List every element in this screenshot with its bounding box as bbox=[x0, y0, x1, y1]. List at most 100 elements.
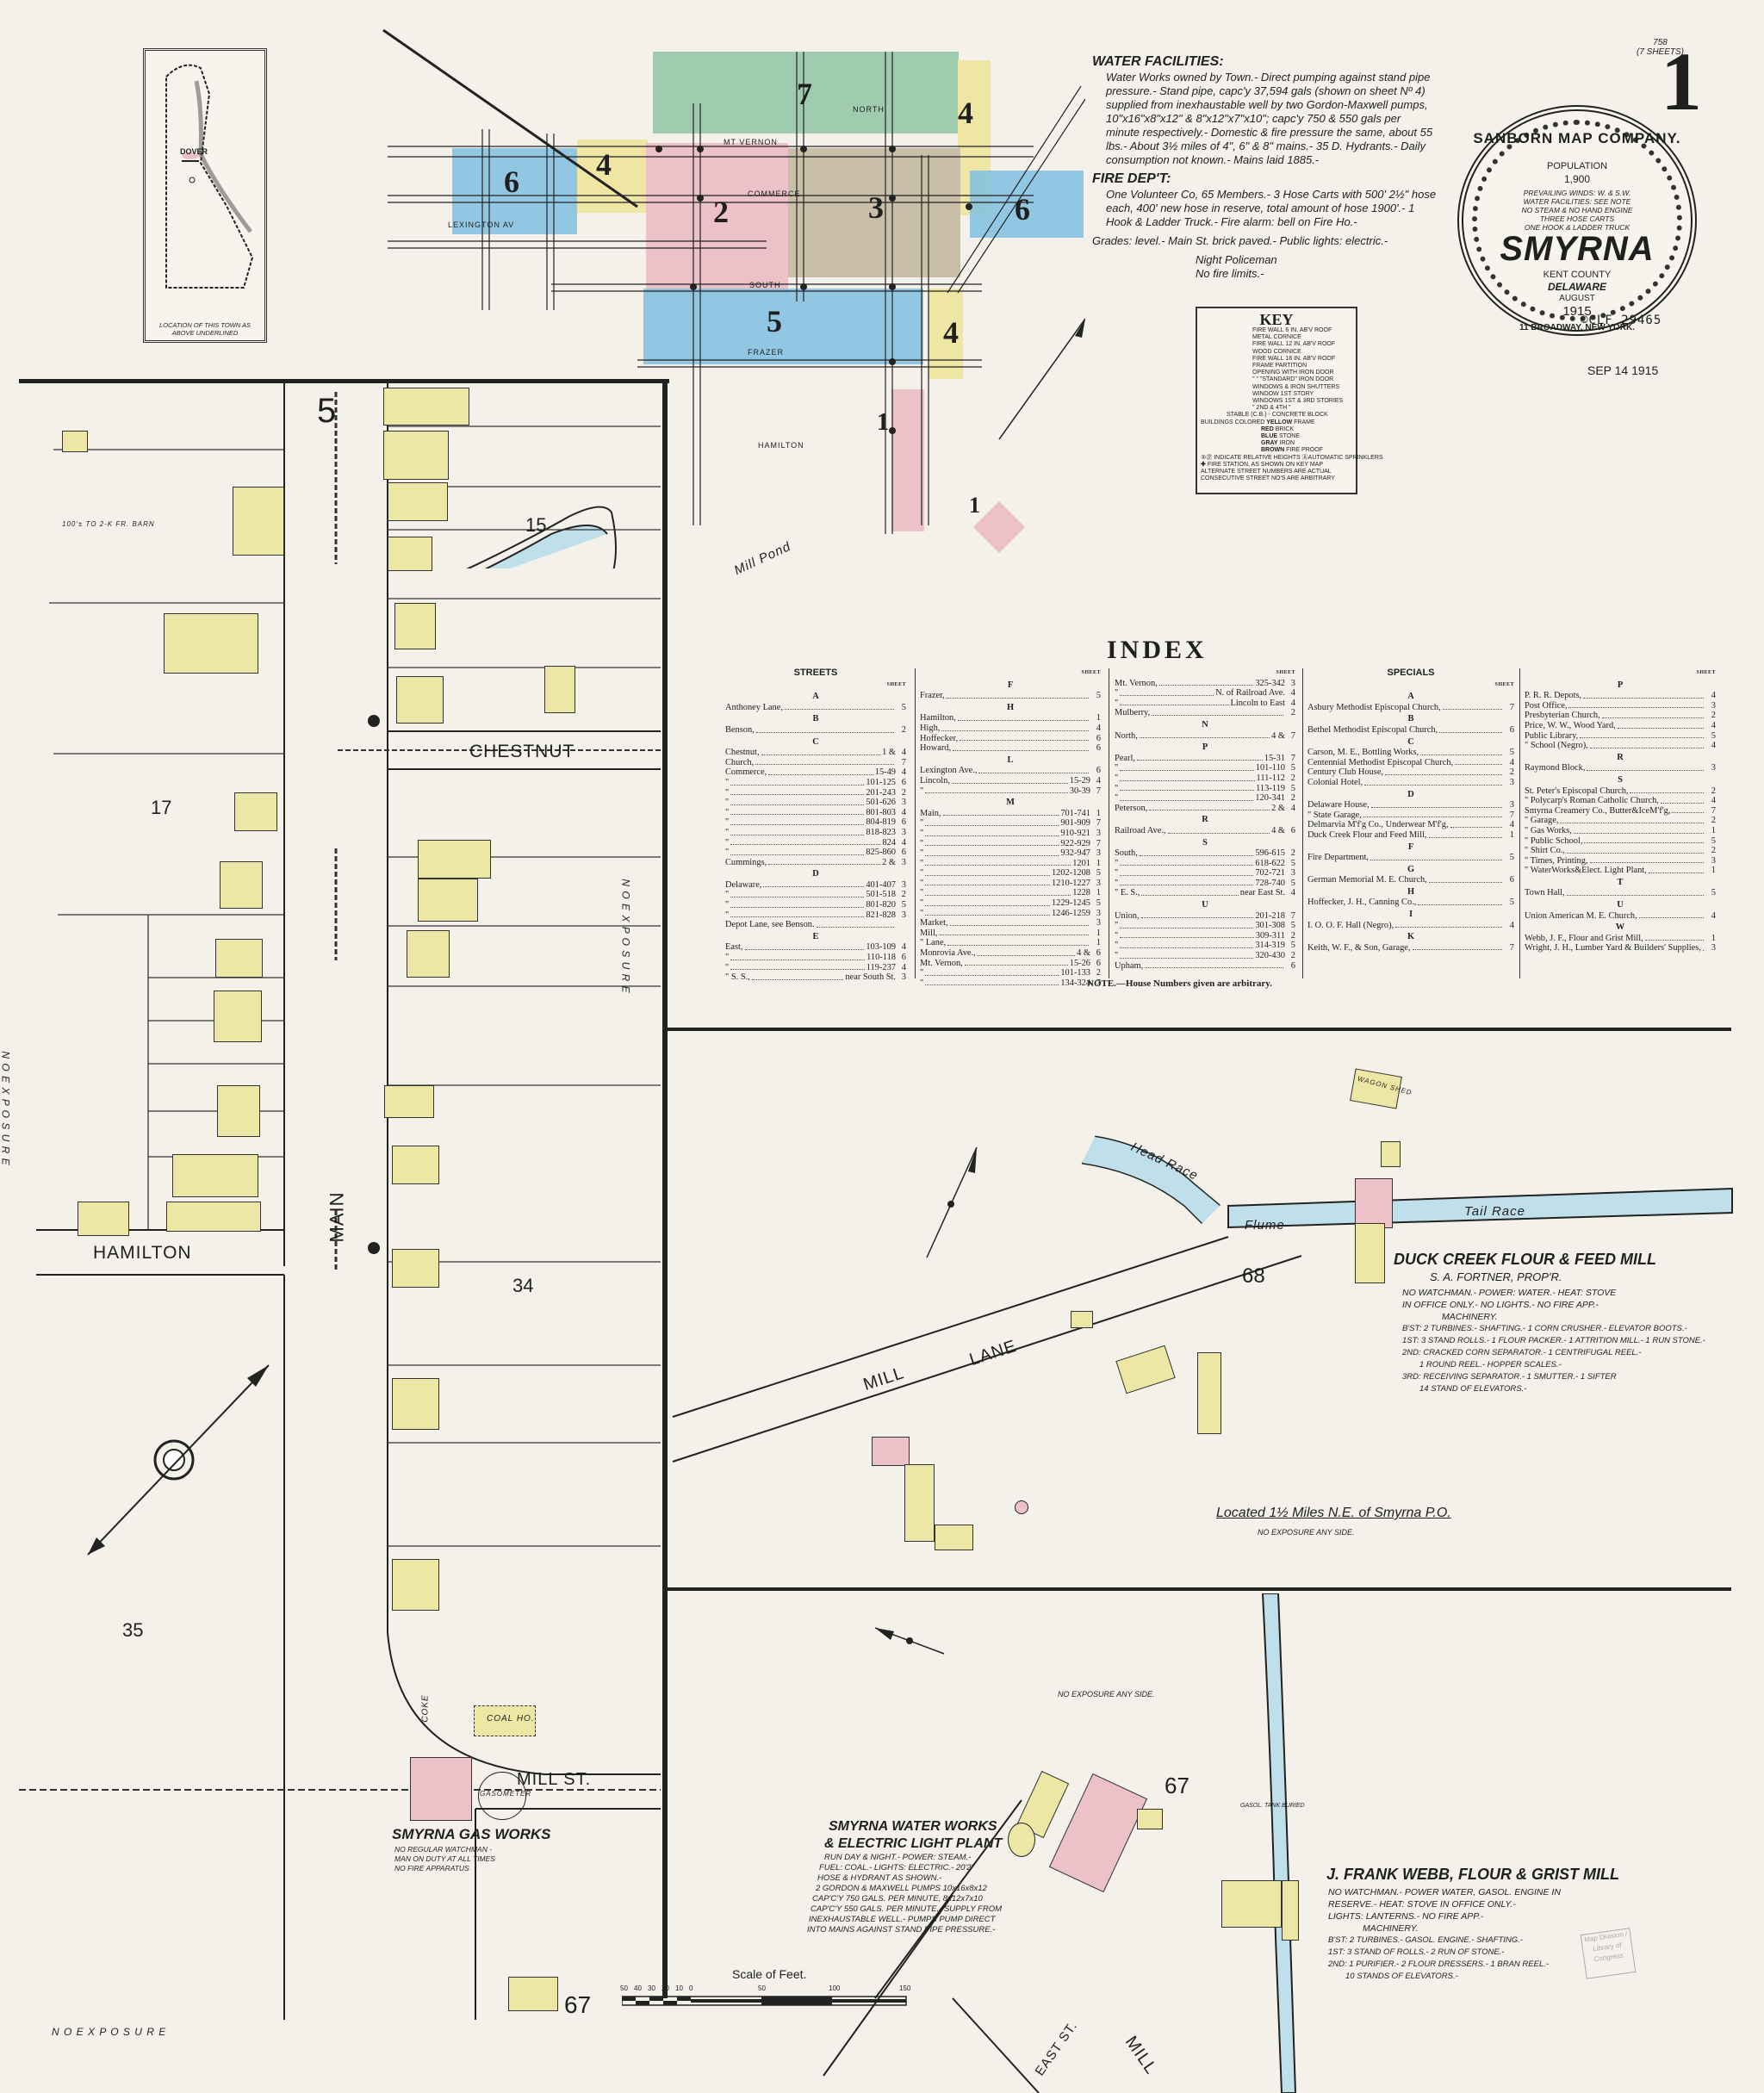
index-row-leader bbox=[730, 778, 865, 786]
building-webb-mill-wheel[interactable] bbox=[1282, 1880, 1299, 1941]
sheet-column-label: SHEET bbox=[1276, 670, 1295, 675]
water-facilities-heading: WATER FACILITIES: bbox=[1092, 54, 1224, 69]
gasometer-tank[interactable] bbox=[478, 1772, 526, 1820]
index-row-name: " bbox=[1115, 921, 1119, 931]
index-row: " Shirt Co.,2 bbox=[1525, 846, 1716, 856]
index-row-leader bbox=[939, 928, 1089, 936]
index-letter-heading: R bbox=[1202, 815, 1208, 825]
building-frame[interactable] bbox=[217, 1085, 260, 1137]
index-row-sheet: 2 bbox=[1509, 767, 1514, 778]
building-frame[interactable] bbox=[396, 676, 444, 724]
building-gas-works[interactable] bbox=[410, 1757, 472, 1821]
building-frame[interactable] bbox=[78, 1202, 129, 1236]
building-flour-warehouse[interactable] bbox=[1197, 1352, 1221, 1434]
building-frame-67[interactable] bbox=[1137, 1809, 1163, 1829]
building-duck-creek-mill-wheel[interactable] bbox=[1355, 1223, 1385, 1283]
keymap-sheet-6a[interactable]: 6 bbox=[504, 165, 519, 199]
index-row-sheet: 5 bbox=[1290, 878, 1295, 888]
building-frame[interactable] bbox=[394, 603, 436, 649]
building-frame[interactable] bbox=[62, 431, 88, 452]
index-row-sheet: 3 bbox=[1096, 878, 1101, 888]
building-frame[interactable] bbox=[220, 861, 263, 909]
building-frame-storage[interactable] bbox=[1071, 1311, 1093, 1328]
building-frame[interactable] bbox=[388, 482, 448, 521]
keymap-sheet-2[interactable]: 2 bbox=[713, 195, 729, 229]
index-row-sheet: 5 bbox=[1290, 941, 1295, 951]
index-row-range: 825-860 bbox=[866, 848, 896, 858]
index-row: Century Club House,2 bbox=[1307, 767, 1514, 778]
building-frame[interactable] bbox=[508, 1977, 558, 2011]
index-row-range: 1 & bbox=[882, 748, 896, 758]
building-frame[interactable] bbox=[215, 939, 263, 978]
index-row: Cummings,2 &3 bbox=[725, 858, 906, 868]
located-note: Located 1½ Miles N.E. of Smyrna P.O. bbox=[1216, 1506, 1451, 1520]
building-frame[interactable] bbox=[383, 388, 469, 425]
building-frame[interactable] bbox=[418, 879, 478, 922]
building-frame[interactable] bbox=[935, 1525, 973, 1550]
building-frame[interactable] bbox=[544, 666, 575, 713]
building-frame[interactable] bbox=[166, 1202, 261, 1232]
index-row-sheet: 5 bbox=[1509, 748, 1514, 758]
keymap-sheet-1b[interactable]: 1 bbox=[969, 493, 980, 518]
index-row-name: " bbox=[920, 848, 924, 859]
index-row-leader bbox=[947, 938, 1089, 947]
keymap-sheet-3[interactable]: 3 bbox=[868, 190, 884, 225]
building-frame[interactable] bbox=[392, 1378, 439, 1430]
keymap-sheet-7[interactable]: 7 bbox=[797, 77, 812, 111]
index-row-range: 1210-1227 bbox=[1051, 878, 1090, 888]
building-frame[interactable] bbox=[418, 840, 491, 879]
building-frame[interactable] bbox=[164, 613, 258, 674]
index-row: Union American M. E. Church,4 bbox=[1525, 911, 1716, 922]
index-row-name: Delaware, bbox=[725, 879, 762, 890]
index-row-name: " bbox=[1115, 698, 1119, 708]
building-frame[interactable] bbox=[234, 792, 277, 831]
building-frame[interactable] bbox=[384, 1085, 434, 1118]
keymap-sheet-5[interactable]: 5 bbox=[767, 304, 782, 338]
building-frame[interactable] bbox=[407, 930, 450, 978]
keymap-sheet-4a[interactable]: 4 bbox=[958, 96, 973, 130]
keymap-sheet-4c[interactable]: 4 bbox=[943, 315, 959, 350]
keymap-sheet-4b[interactable]: 4 bbox=[596, 147, 612, 182]
building-brick-dwelling[interactable] bbox=[872, 1437, 910, 1466]
gasol-tank-note: GASOL. TANK BURIED bbox=[1240, 1803, 1305, 1809]
index-row-name: Lincoln, bbox=[920, 775, 950, 786]
sheet-code-number: 758 bbox=[1653, 38, 1668, 47]
building-duck-creek-mill[interactable] bbox=[1355, 1178, 1393, 1228]
key-item: WINDOWS & IRON SHUTTERS bbox=[1252, 383, 1340, 390]
keymap-street-commerce: COMMERCE bbox=[748, 189, 801, 198]
webb-mill-line: RESERVE.- HEAT: STOVE IN OFFICE ONLY.- bbox=[1328, 1899, 1516, 1910]
index-row-name: " Garage, bbox=[1525, 816, 1559, 826]
building-frame[interactable] bbox=[392, 1249, 439, 1288]
key-heights-row: ⑤㉗ INDICATE RELATIVE HEIGHTS ⒶAUTOMATIC … bbox=[1201, 455, 1383, 462]
index-row: Hoffecker, J. H., Canning Co.,5 bbox=[1307, 897, 1514, 908]
scale-tick: 100 bbox=[829, 1984, 841, 1992]
index-row-leader bbox=[1584, 836, 1704, 844]
index-row-sheet: 6 bbox=[1509, 875, 1514, 885]
building-frame[interactable] bbox=[392, 1146, 439, 1184]
building-webb-mill[interactable] bbox=[1221, 1880, 1282, 1928]
index-row-sheet: 5 bbox=[1290, 763, 1295, 773]
index-row-leader bbox=[1589, 856, 1704, 864]
building-well-house[interactable] bbox=[1008, 1823, 1035, 1857]
index-row-leader bbox=[755, 758, 894, 766]
building-frame[interactable] bbox=[383, 431, 449, 480]
keymap-sheet-6b[interactable]: 6 bbox=[1015, 192, 1030, 227]
building-frame[interactable] bbox=[904, 1464, 935, 1542]
building-frame[interactable] bbox=[233, 487, 284, 556]
building-frame[interactable] bbox=[392, 1559, 439, 1611]
scale-tick: 0 bbox=[689, 1984, 693, 1992]
building-coal-house[interactable] bbox=[474, 1705, 536, 1736]
index-row-leader bbox=[730, 808, 865, 816]
water-works-line: INEXHAUSTABLE WELL.- PUMPS PUMP DIRECT bbox=[809, 1915, 996, 1924]
index-row-name: " State Garage, bbox=[1307, 810, 1362, 820]
building-crib[interactable] bbox=[1381, 1141, 1401, 1167]
block-68: 68 bbox=[1242, 1264, 1265, 1288]
building-frame[interactable] bbox=[172, 1154, 258, 1197]
building-frame[interactable] bbox=[214, 991, 262, 1042]
building-ice-house[interactable] bbox=[1015, 1500, 1028, 1514]
keymap-sheet-1a[interactable]: 1 bbox=[877, 409, 889, 436]
building-frame[interactable] bbox=[388, 537, 432, 571]
